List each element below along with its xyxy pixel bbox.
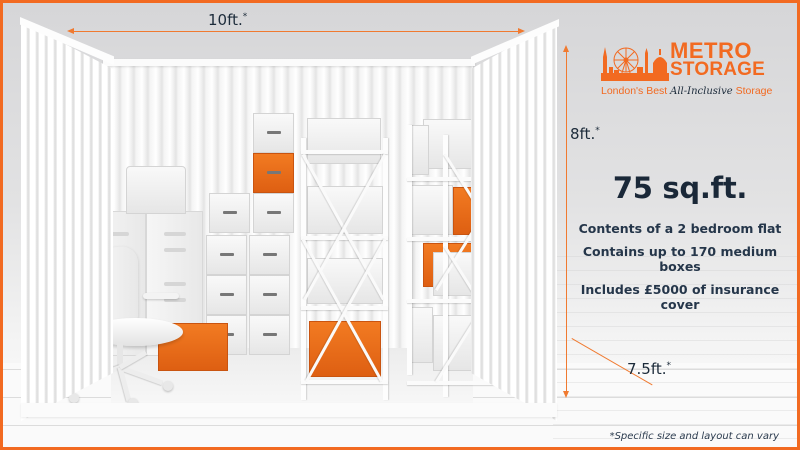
width-label: 10ft.*: [208, 11, 248, 29]
unit-size: 75 sq.ft.: [612, 171, 748, 205]
storage-box: [206, 275, 247, 315]
chair-wheel: [69, 393, 79, 403]
depth-label: 7.5ft.*: [627, 360, 672, 378]
office-chair-arm: [143, 293, 179, 299]
unit-info-panel: 75 sq.ft. Contents of a 2 bedroom flat C…: [569, 171, 791, 312]
storage-box: [249, 235, 290, 275]
back-wall-cap: [103, 59, 475, 66]
shelving-unit-left: [301, 118, 389, 400]
right-wall: [471, 21, 557, 421]
unit-threshold: [21, 403, 557, 417]
feature-item: Contents of a 2 bedroom flat: [578, 221, 782, 236]
height-dimension-line: [566, 48, 567, 393]
brand-name: METRO STORAGE: [670, 38, 766, 80]
london-skyline-icon: [601, 47, 669, 81]
arrow-left-icon: [67, 28, 74, 34]
feature-item: Includes £5000 of insurance cover: [580, 282, 780, 312]
chair-wheel: [163, 381, 173, 391]
arrow-up-icon: [563, 45, 569, 52]
orange-storage-box: [253, 153, 294, 193]
shelf-box: [409, 125, 429, 175]
storage-box: [253, 113, 294, 153]
storage-box: [249, 315, 290, 355]
disclaimer-text: *Specific size and layout can vary: [609, 431, 779, 442]
storage-box: [253, 193, 294, 233]
orange-shelf-box: [309, 321, 381, 377]
shelf-box: [409, 307, 433, 363]
height-label: 8ft.*: [570, 125, 600, 143]
arrow-down-icon: [563, 391, 569, 398]
metro-storage-logo[interactable]: METRO STORAGE London's Best All-Inclusiv…: [601, 38, 773, 101]
storage-box: [206, 235, 247, 275]
shelf-box: [307, 118, 381, 164]
arrow-right-icon: [518, 28, 525, 34]
brand-tagline: London's Best All-Inclusive Storage: [601, 85, 773, 97]
storage-box: [249, 275, 290, 315]
office-chair-stem: [117, 343, 123, 368]
storage-box: [209, 193, 250, 233]
width-dimension-line: [71, 31, 521, 32]
feature-item: Contains up to 170 medium boxes: [582, 244, 778, 274]
open-box: [126, 166, 186, 214]
floor-tiles: [553, 243, 797, 447]
left-wall: [21, 21, 113, 421]
